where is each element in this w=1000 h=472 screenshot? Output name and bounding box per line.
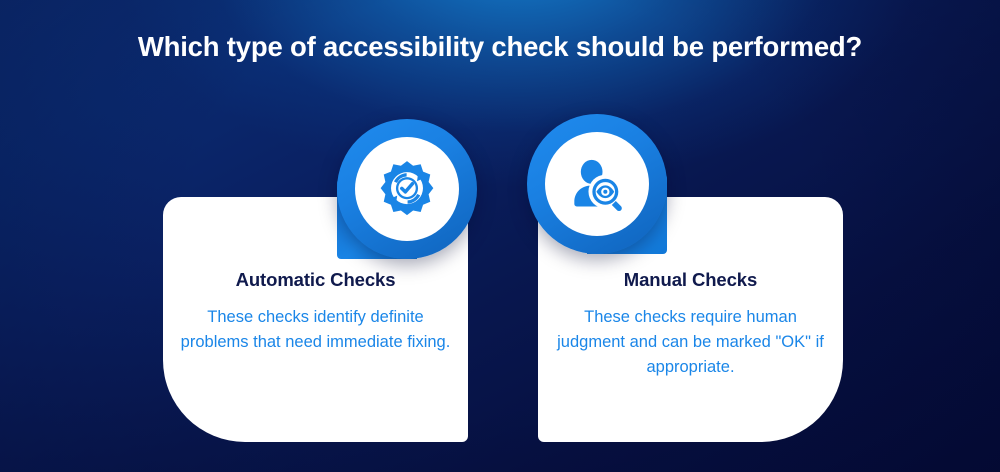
pin-ring xyxy=(527,114,667,254)
card-body-text: These checks require human judgment and … xyxy=(557,308,824,376)
card-content: Manual Checks These checks require human… xyxy=(538,269,843,380)
card-body-text: These checks identify definite problems … xyxy=(180,308,451,351)
gear-check-icon xyxy=(376,158,438,220)
pin-disc xyxy=(545,132,649,236)
pin-disc xyxy=(355,137,459,241)
card-content: Automatic Checks These checks identify d… xyxy=(163,269,468,355)
pin-ring xyxy=(337,119,477,259)
card-heading: Automatic Checks xyxy=(235,269,396,290)
card-heading: Manual Checks xyxy=(623,269,758,290)
page-title: Which type of accessibility check should… xyxy=(137,31,863,62)
icon-badge-automatic xyxy=(337,119,477,259)
person-eye-search-icon xyxy=(566,153,628,215)
icon-badge-manual xyxy=(527,114,667,254)
